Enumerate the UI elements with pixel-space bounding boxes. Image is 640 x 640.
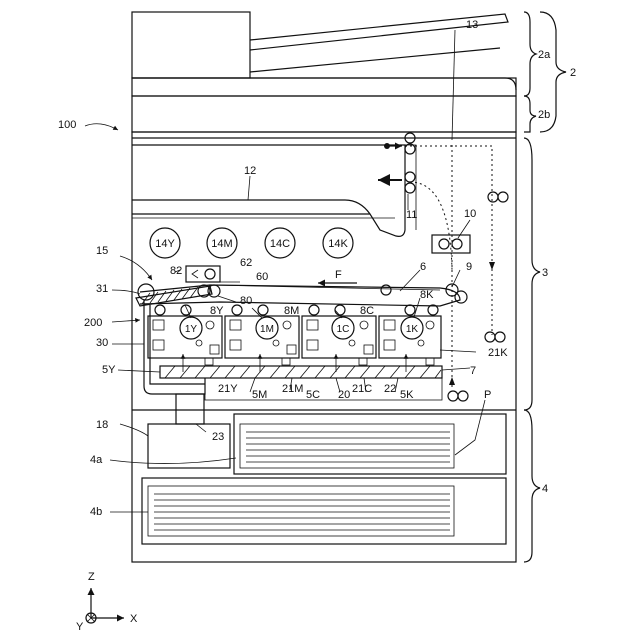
drum-label: 1C — [337, 324, 350, 335]
label-9: 9 — [466, 261, 472, 273]
label-8K: 8K — [420, 289, 434, 301]
toner-label: 14Y — [155, 238, 175, 250]
label-4: 4 — [542, 483, 548, 495]
label-31: 31 — [96, 283, 108, 295]
transfer-belt — [140, 283, 467, 306]
label-7: 7 — [470, 365, 476, 377]
label-23: 23 — [212, 431, 224, 443]
label-200: 200 — [84, 317, 102, 329]
printer-body — [132, 132, 516, 562]
label-4a: 4a — [90, 454, 103, 466]
label-5K: 5K — [400, 389, 414, 401]
label-F: F — [335, 269, 342, 281]
label-30: 30 — [96, 337, 108, 349]
label-82: 82 — [170, 265, 182, 277]
label-5M: 5M — [252, 389, 267, 401]
drum-label: 1K — [406, 324, 419, 335]
label-5C: 5C — [306, 389, 320, 401]
paper-feed-unit — [132, 410, 516, 544]
drum-label: 1M — [260, 324, 274, 335]
axis-indicator: Z X Y — [76, 571, 138, 633]
toner-label: 14C — [270, 238, 290, 250]
toner-label: 14M — [211, 238, 232, 250]
label-12: 12 — [244, 165, 256, 177]
label-18: 18 — [96, 419, 108, 431]
label-P: P — [484, 389, 491, 401]
label-10: 10 — [464, 208, 476, 220]
label-100: 100 — [58, 119, 76, 131]
scanner-unit — [132, 12, 516, 132]
toner-bottles: 14Y 14M 14C 14K — [150, 228, 353, 258]
label-6: 6 — [420, 261, 426, 273]
unit-braces — [524, 12, 566, 562]
label-8Y: 8Y — [210, 305, 224, 317]
label-2: 2 — [570, 67, 576, 79]
axis-x-label: X — [130, 613, 138, 625]
label-21M: 21M — [282, 383, 303, 395]
image-unit-k — [379, 316, 441, 358]
label-62: 62 — [240, 257, 252, 269]
label-80: 80 — [240, 295, 252, 307]
label-8C: 8C — [360, 305, 374, 317]
label-20: 20 — [338, 389, 350, 401]
label-3: 3 — [542, 267, 548, 279]
label-5Y: 5Y — [102, 364, 116, 376]
toner-label: 14K — [328, 238, 348, 250]
label-15: 15 — [96, 245, 108, 257]
reference-labels: 100 2 2a 2b 3 4 4a 4b 5Y 5M 5C 5K 6 7 8Y… — [58, 19, 576, 518]
axis-y-label: Y — [76, 621, 84, 633]
axis-z-label: Z — [88, 571, 95, 583]
label-8M: 8M — [284, 305, 299, 317]
label-11: 11 — [406, 209, 417, 221]
fuser-unit — [432, 235, 470, 253]
label-22: 22 — [384, 383, 396, 395]
optical-unit — [186, 266, 240, 282]
image-unit-c — [302, 316, 376, 358]
label-21C: 21C — [352, 383, 372, 395]
label-60: 60 — [256, 271, 268, 283]
label-21K: 21K — [488, 347, 508, 359]
drum-label: 1Y — [185, 324, 198, 335]
exit-rollers — [378, 133, 415, 193]
label-21Y: 21Y — [218, 383, 238, 395]
label-13: 13 — [466, 19, 478, 31]
label-2a: 2a — [538, 49, 551, 61]
label-2b: 2b — [538, 109, 550, 121]
label-4b: 4b — [90, 506, 102, 518]
image-unit-m — [225, 316, 299, 358]
